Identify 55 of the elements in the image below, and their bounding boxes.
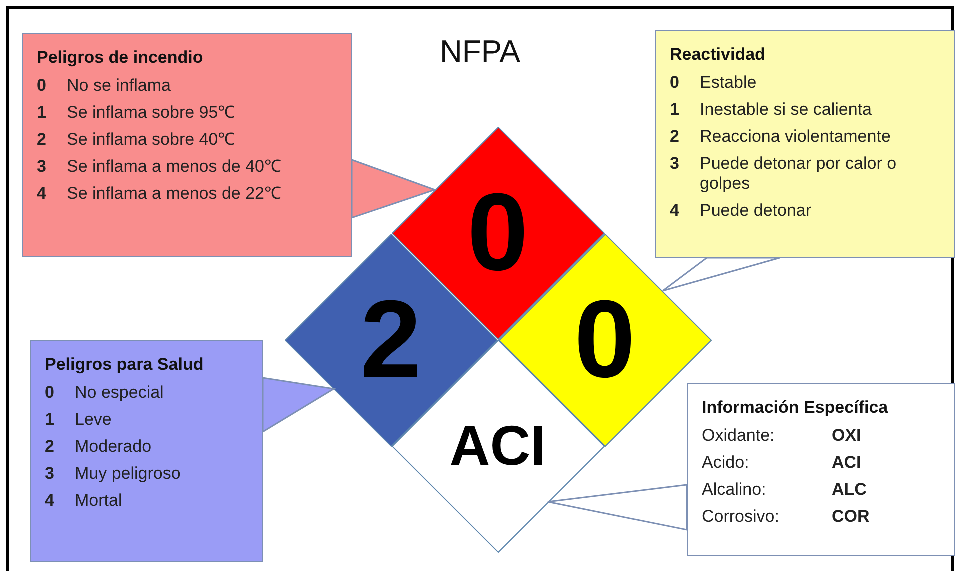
hazard-rating: 0 <box>574 285 636 395</box>
rating-number: 3 <box>45 464 56 484</box>
rating-number: 1 <box>45 410 56 430</box>
rating-description: Se inflama a menos de 40℃ <box>67 157 283 177</box>
property-code: ACI <box>832 453 862 473</box>
rating-number: 4 <box>45 491 56 511</box>
rating-number: 0 <box>670 73 680 93</box>
rating-description: Inestable si se calienta <box>700 100 873 120</box>
property-name: Corrosivo: <box>702 507 780 527</box>
hazard-rating: 2 <box>360 285 422 395</box>
callout-pointer <box>662 257 781 292</box>
rating-description: Reacciona violentamente <box>700 127 892 147</box>
rating-description: Leve <box>75 410 113 430</box>
rating-description: Se inflama sobre 95℃ <box>67 103 236 123</box>
property-code: ALC <box>832 480 868 500</box>
property-name: Alcalino: <box>702 480 768 500</box>
rating-description: Muy peligroso <box>75 464 182 484</box>
title: NFPA <box>440 34 520 70</box>
rating-description: Puede detonar <box>700 201 813 221</box>
callout-box <box>30 340 263 562</box>
rating-description: Se inflama sobre 40℃ <box>67 130 236 150</box>
hazard-rating: 0 <box>467 178 529 288</box>
property-name: Acido: <box>702 453 750 473</box>
rating-number: 2 <box>45 437 56 457</box>
rating-number: 0 <box>45 383 56 403</box>
hazard-rating: ACI <box>450 418 546 474</box>
rating-number: 4 <box>670 201 680 221</box>
callout-box <box>687 383 955 556</box>
callout-pointer <box>262 377 336 434</box>
rating-description: Puede detonar por calor o golpes <box>700 154 898 194</box>
property-name: Oxidante: <box>702 426 776 446</box>
rating-description: Mortal <box>75 491 124 511</box>
rating-description: Moderado <box>75 437 153 457</box>
callout-box <box>655 30 955 258</box>
callout-heading: Información Específica <box>702 398 890 418</box>
rating-number: 2 <box>670 127 680 147</box>
callout-heading: Reactividad <box>670 45 766 65</box>
rating-description: Se inflama a menos de 22℃ <box>67 184 283 204</box>
callout-heading: Peligros de incendio <box>37 48 204 68</box>
rating-number: 3 <box>37 157 48 177</box>
rating-number: 4 <box>37 184 48 204</box>
callout-pointer <box>351 158 438 220</box>
property-code: COR <box>832 507 871 527</box>
callout-pointer <box>547 484 688 531</box>
rating-number: 1 <box>670 100 680 120</box>
rating-description: Estable <box>700 73 758 93</box>
property-code: OXI <box>832 426 862 446</box>
callout-box <box>22 33 352 257</box>
rating-number: 3 <box>670 154 680 175</box>
rating-number: 1 <box>37 103 48 123</box>
rating-description: No se inflama <box>67 76 172 96</box>
rating-description: No especial <box>75 383 165 403</box>
rating-number: 2 <box>37 130 48 150</box>
callout-heading: Peligros para Salud <box>45 355 205 375</box>
rating-number: 0 <box>37 76 48 96</box>
